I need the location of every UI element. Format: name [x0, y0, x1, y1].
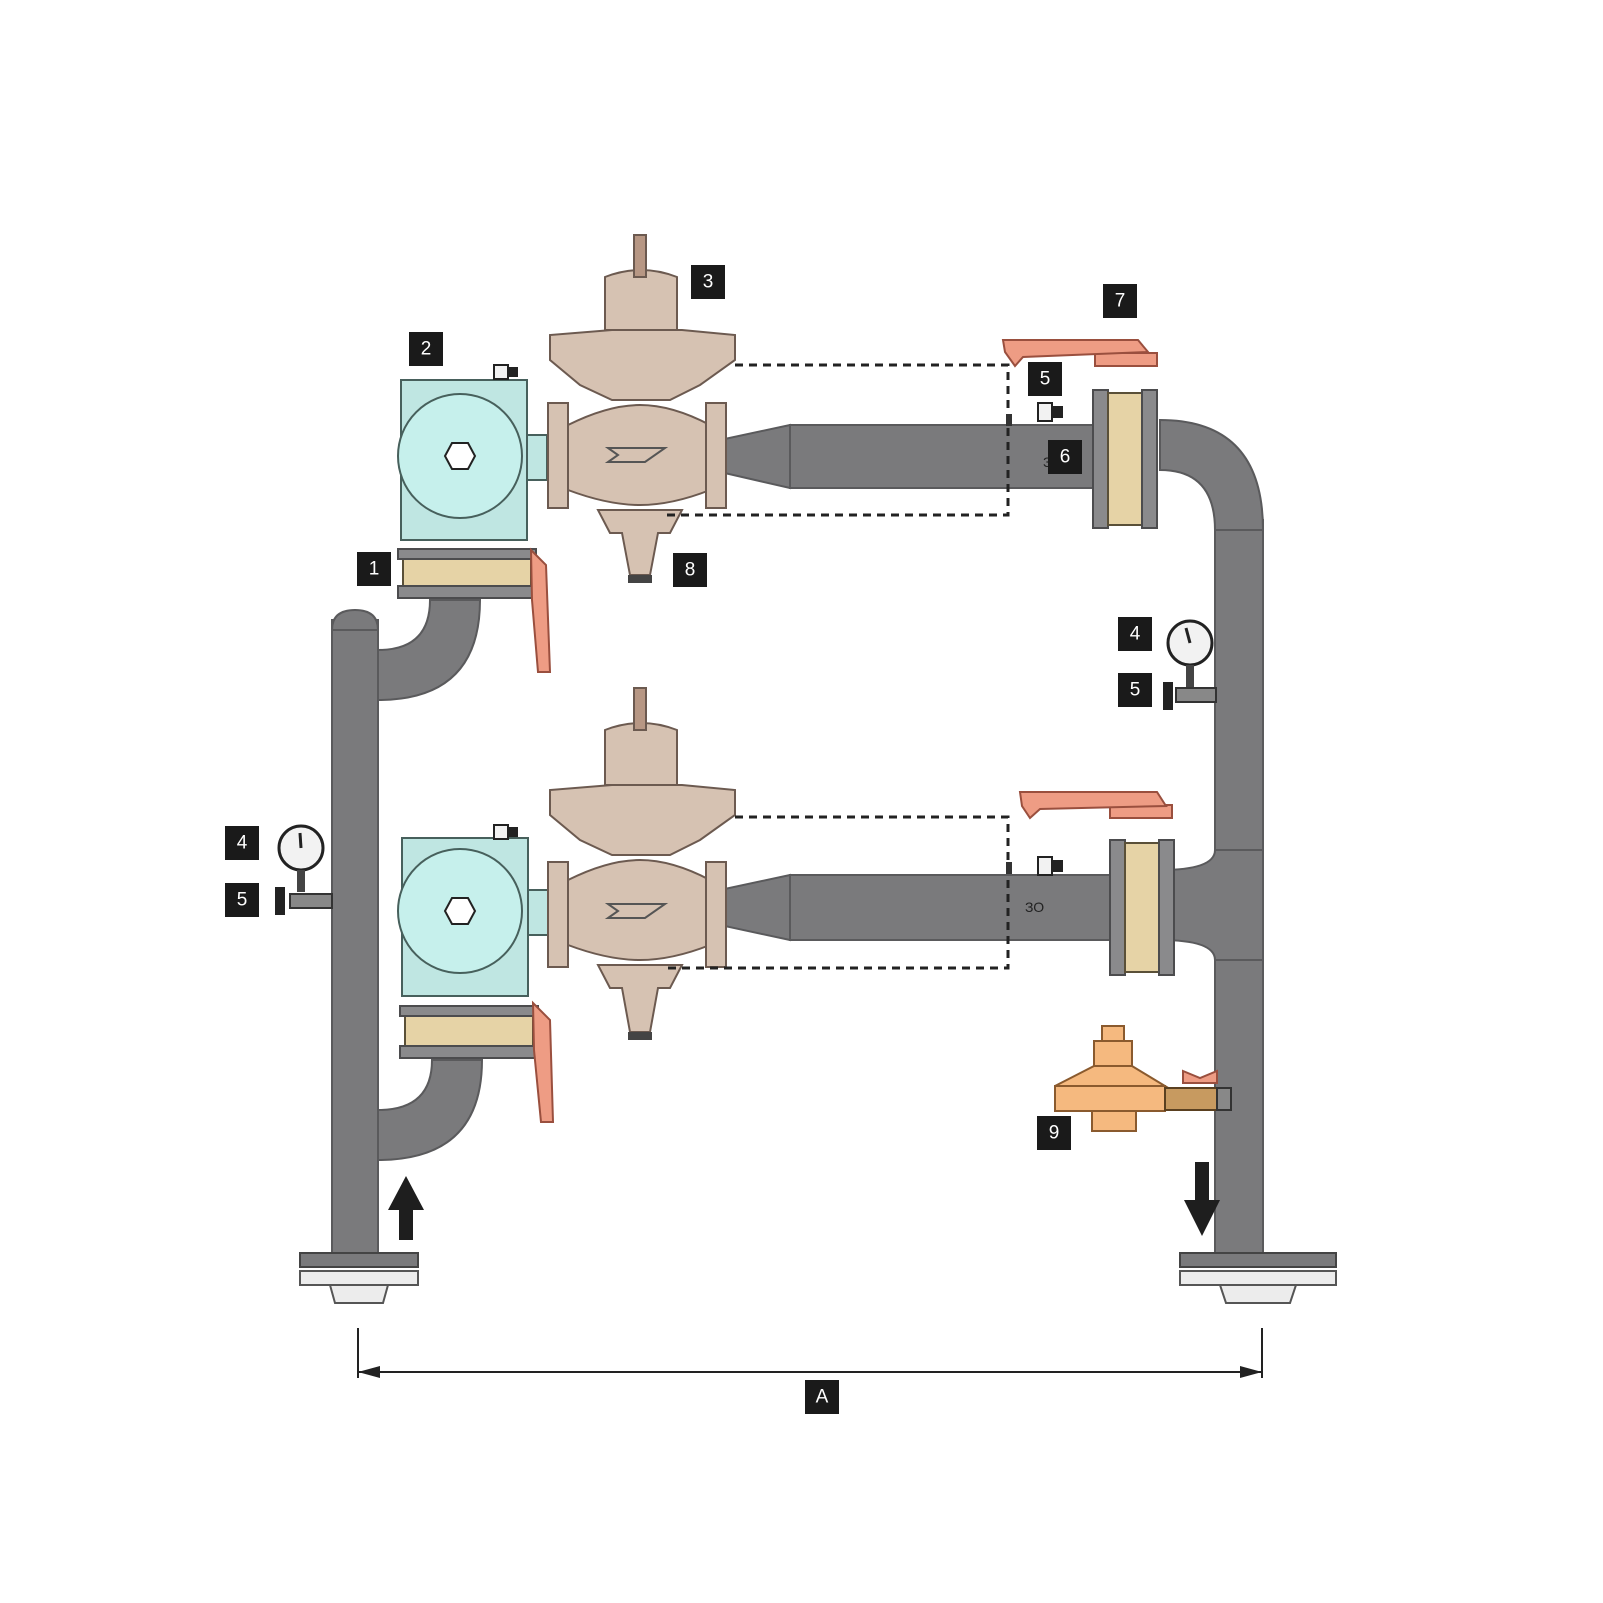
dimension-line	[357, 1328, 1263, 1378]
bottom-run-pipe	[789, 874, 1111, 941]
top-slam-shut-valve	[1001, 339, 1158, 529]
left-riser-pipe	[331, 619, 379, 1261]
bottom-left-elbow	[377, 1059, 484, 1162]
label-6: 6	[1048, 440, 1082, 474]
label-4-left: 4	[225, 826, 259, 860]
label-1: 1	[357, 552, 391, 586]
label-4-left-text: 4	[237, 833, 248, 854]
label-2-text: 2	[421, 339, 432, 360]
label-7-text: 7	[1115, 291, 1126, 312]
relief-valve	[1054, 1025, 1232, 1132]
bottom-right-tee	[1159, 849, 1264, 961]
bottom-sensing-line	[665, 815, 1010, 970]
label-5-right-text: 5	[1130, 680, 1141, 701]
top-reducer	[719, 423, 791, 490]
label-6-text: 6	[1060, 447, 1071, 468]
label-5-left-text: 5	[237, 890, 248, 911]
label-8-text: 8	[685, 560, 696, 581]
label-3-text: 3	[703, 272, 714, 293]
top-left-elbow	[377, 599, 482, 702]
label-2: 2	[409, 332, 443, 366]
bottom-test-points: ЗО	[1006, 856, 1063, 915]
dimension-label: A	[805, 1380, 839, 1414]
outlet-pressure-gauge	[1163, 619, 1217, 710]
label-9: 9	[1037, 1116, 1071, 1150]
bottom-reducer	[719, 873, 791, 942]
label-5-top-text: 5	[1040, 369, 1051, 390]
top-sensing-line	[665, 363, 1010, 517]
top-run-pipe	[789, 424, 1096, 489]
label-8: 8	[673, 553, 707, 587]
label-9-text: 9	[1049, 1123, 1060, 1144]
label-1-text: 1	[369, 559, 380, 580]
top-pressure-regulator	[547, 234, 736, 583]
label-4-right-text: 4	[1130, 624, 1141, 645]
top-right-elbow	[1159, 418, 1265, 531]
outlet-base-flange	[1179, 1252, 1337, 1304]
top-filter-lever	[529, 547, 552, 673]
left-riser-cap	[330, 608, 380, 631]
bottom-filter	[399, 1005, 539, 1059]
label-5-right: 5	[1118, 673, 1152, 707]
label-3: 3	[691, 265, 725, 299]
inlet-pressure-gauge	[275, 824, 333, 915]
top-filter	[397, 548, 537, 599]
inlet-flow-arrow	[388, 1176, 424, 1240]
outlet-flow-arrow	[1184, 1162, 1220, 1236]
label-5-left: 5	[225, 883, 259, 917]
label-7: 7	[1103, 284, 1137, 318]
label-5-top: 5	[1028, 362, 1062, 396]
dimension-label-text: A	[816, 1387, 829, 1408]
bottom-gas-meter	[397, 824, 549, 997]
inlet-base-flange	[299, 1252, 419, 1304]
svg-text:ЗО: ЗО	[1025, 899, 1044, 915]
top-test-points: ЗО	[1006, 402, 1063, 470]
bottom-pressure-regulator	[547, 687, 736, 1040]
top-gas-meter	[397, 364, 548, 541]
label-4-right: 4	[1118, 617, 1152, 651]
bottom-filter-lever	[531, 1000, 555, 1123]
bottom-slam-shut-valve	[1018, 791, 1175, 976]
